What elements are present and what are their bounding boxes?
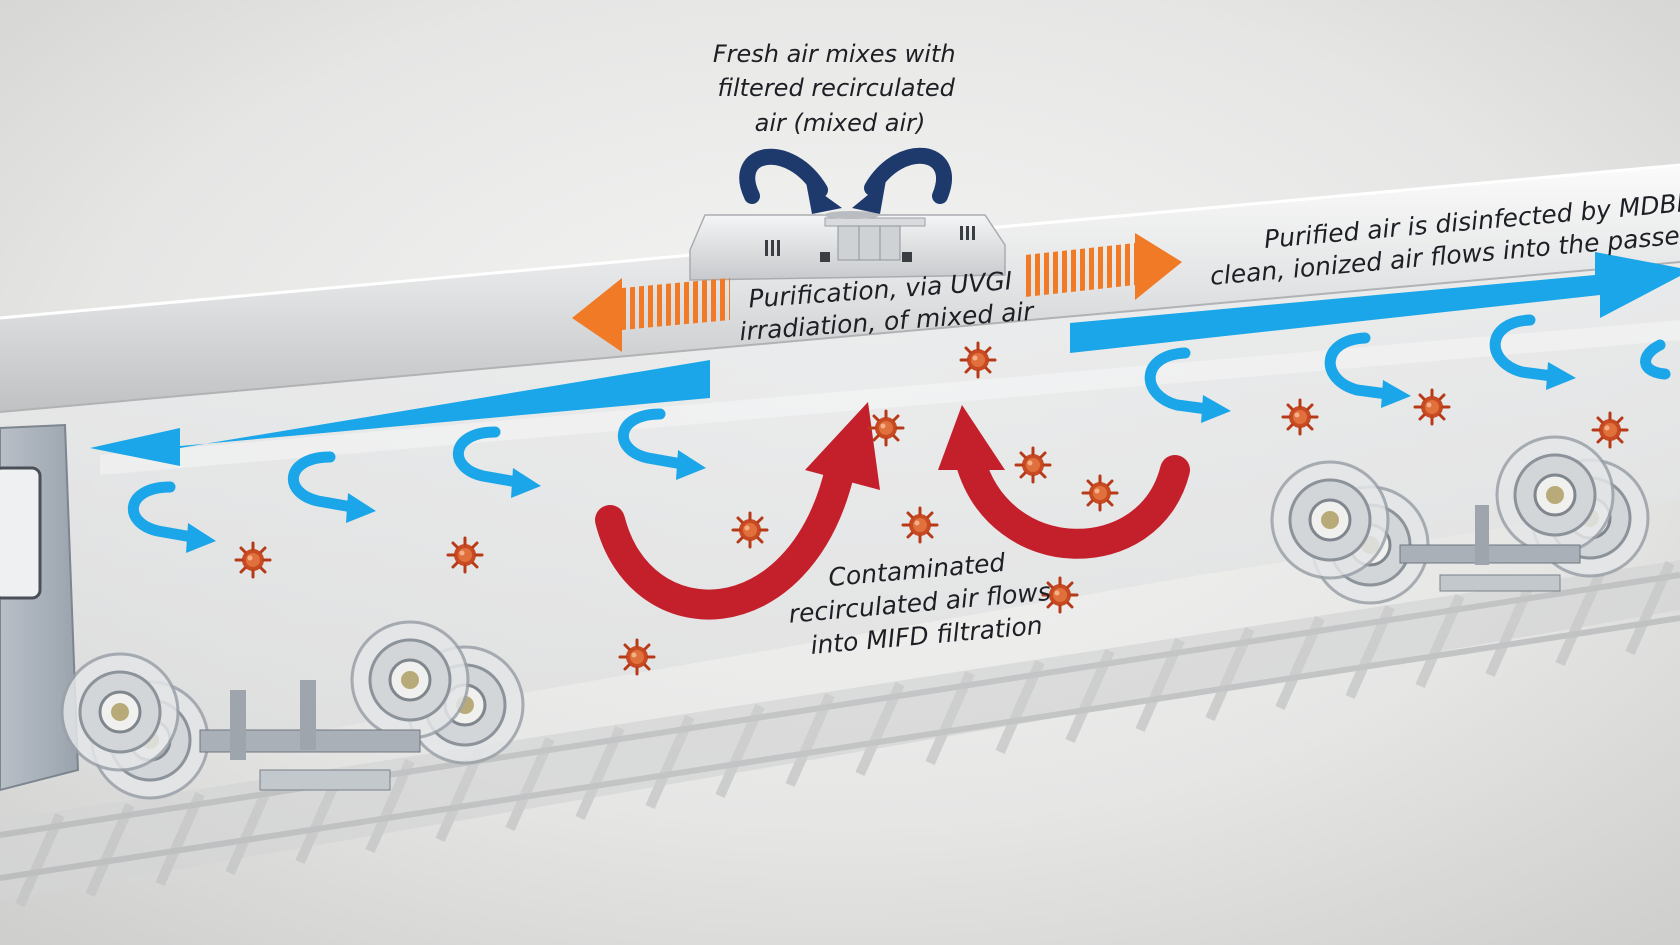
bogie-right: [1270, 435, 1650, 605]
virus-particle-icon: [446, 536, 484, 574]
virus-particle-icon: [1081, 474, 1119, 512]
virus-particle-icon: [1281, 398, 1319, 436]
fresh-air-line-3: air (mixed air): [755, 109, 926, 137]
virus-particle-icon: [867, 409, 905, 447]
virus-particle-icon: [1591, 411, 1629, 449]
supply-air-arrows: [90, 252, 1680, 466]
fresh-air-intake-arrows: [739, 147, 952, 214]
contaminated-air-arrows: [595, 402, 1190, 620]
virus-particle-icon: [959, 341, 997, 379]
roof-duct: [0, 165, 1680, 412]
virus-particle-icon: [234, 541, 272, 579]
bogie-left: [60, 620, 525, 800]
virus-particle-icon: [618, 638, 656, 676]
rail-track: [0, 560, 1680, 908]
circulation-curls: [133, 320, 1671, 553]
car-end-door: [0, 423, 80, 792]
virus-particle-icon: [1413, 388, 1451, 426]
virus-particle-icon: [1014, 446, 1052, 484]
fresh-air-label: Fresh air mixes with filtered recirculat…: [713, 40, 963, 137]
hvac-rooftop-unit: [689, 211, 1006, 281]
virus-particle-icon: [901, 506, 939, 544]
fresh-air-line-2: filtered recirculated: [717, 74, 955, 102]
fresh-air-line-1: Fresh air mixes with: [713, 40, 956, 68]
uvgi-purification-arrows: [572, 233, 1182, 352]
virus-particle-icon: [731, 511, 769, 549]
